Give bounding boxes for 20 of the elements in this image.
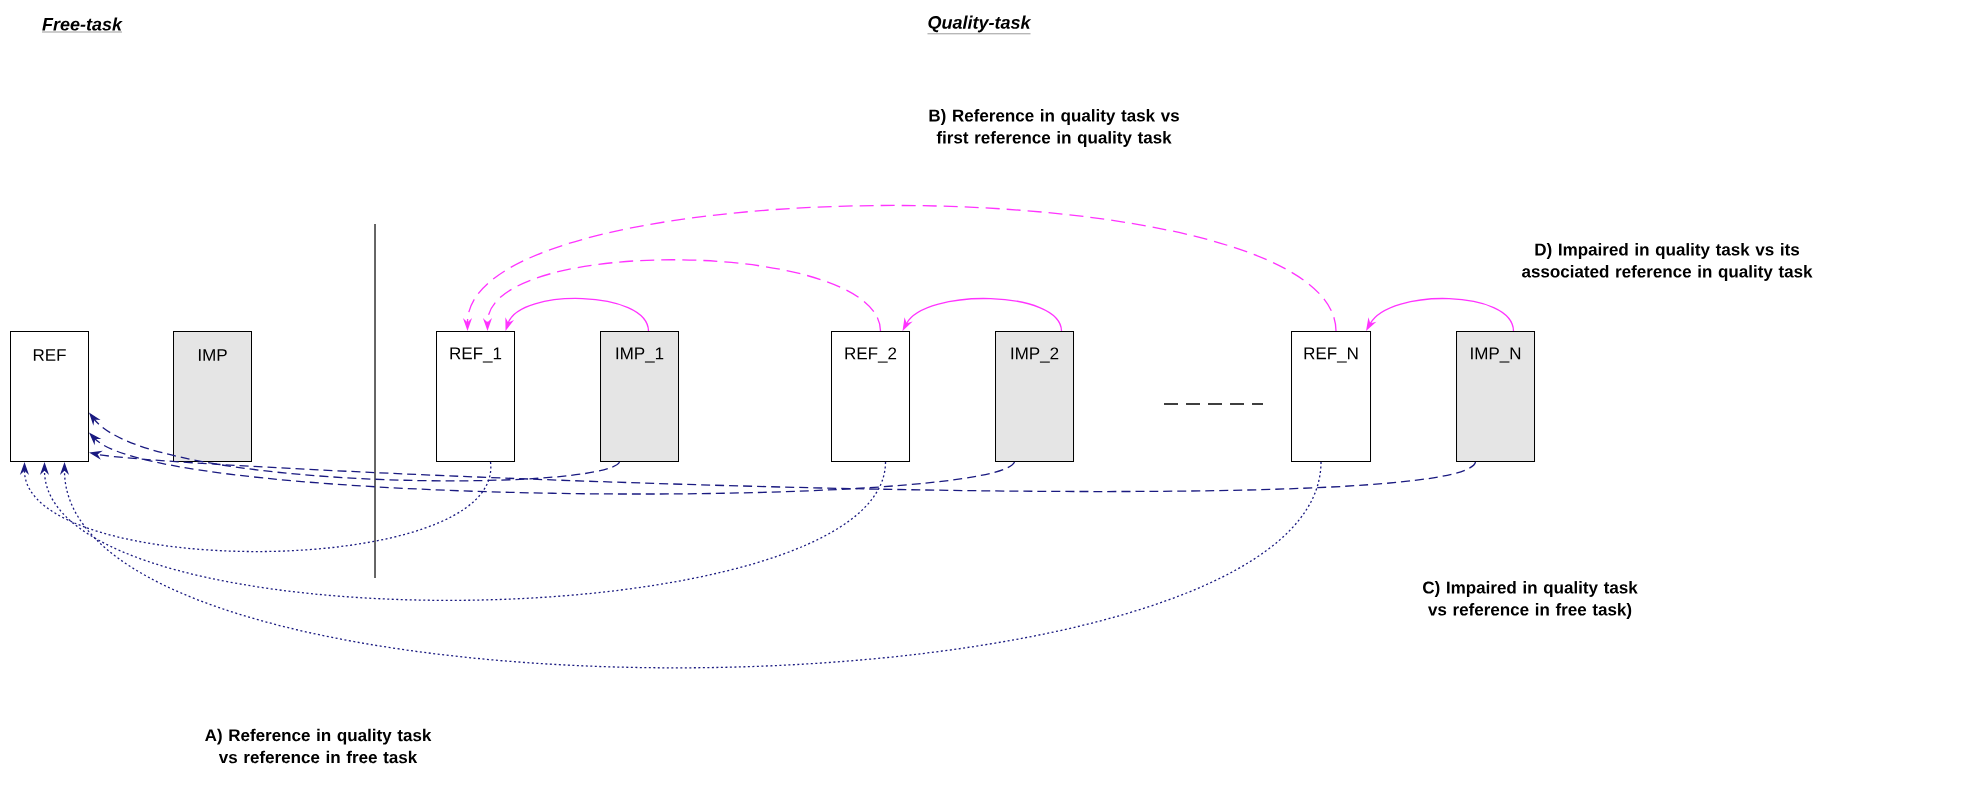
arrow bbox=[1366, 297, 1515, 332]
box: REF bbox=[10, 331, 89, 462]
box: REF_1 bbox=[436, 331, 515, 462]
annotation: B) Reference in quality task vs first reference in quality task bbox=[929, 109, 1179, 147]
annotation: D) Impaired in quality task vs its associated reference in quality task bbox=[1522, 243, 1813, 281]
heading: Free-task bbox=[41, 17, 123, 33]
arrow bbox=[505, 297, 650, 332]
annotation: A) Reference in quality task vs reference in free task bbox=[205, 728, 432, 764]
heading: Quality-task bbox=[927, 15, 1032, 34]
box: IMP_N bbox=[1456, 331, 1535, 462]
arrow bbox=[902, 297, 1063, 332]
box: REF_2 bbox=[831, 331, 910, 462]
box: IMP bbox=[173, 331, 252, 462]
arrow bbox=[39, 461, 887, 601]
box: REF_N bbox=[1291, 331, 1371, 462]
box: IMP_1 bbox=[600, 331, 679, 462]
annotation: C) Impaired in quality task vs reference in free task) bbox=[1423, 581, 1638, 619]
arrow bbox=[19, 461, 492, 553]
box: IMP_2 bbox=[995, 331, 1074, 462]
arrow bbox=[59, 461, 1322, 669]
